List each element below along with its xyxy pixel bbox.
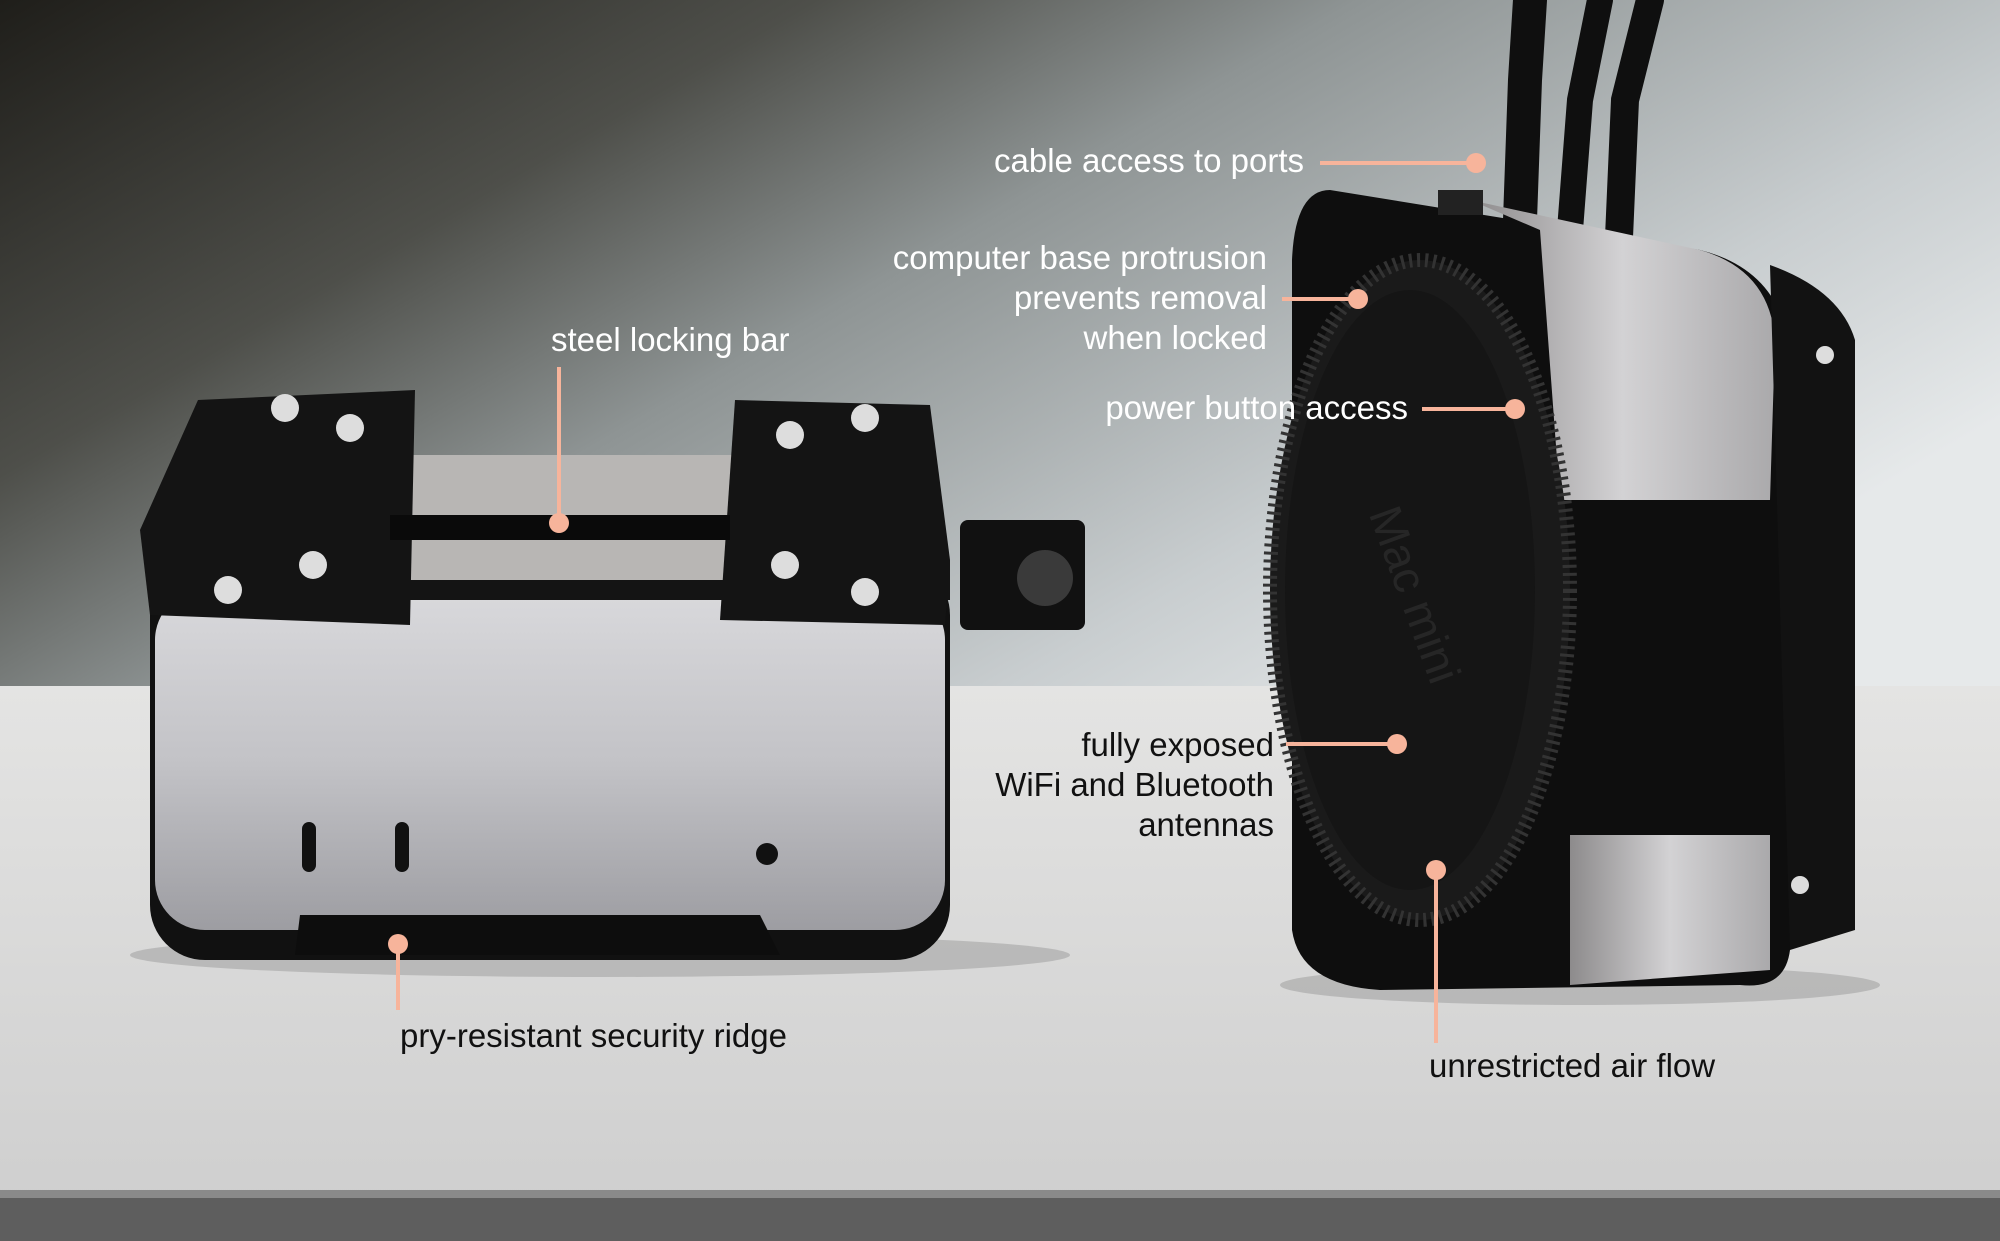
callout-line	[557, 367, 561, 523]
callout-dot	[1387, 734, 1407, 754]
label-security-ridge: pry-resistant security ridge	[400, 1017, 787, 1054]
label-line: WiFi and Bluetooth	[995, 766, 1274, 803]
cables	[1503, 0, 1664, 274]
label-line: computer base protrusion	[892, 239, 1267, 276]
callout-line	[396, 944, 400, 1010]
label-air-flow: unrestricted air flow	[1429, 1047, 1716, 1084]
callout-line	[1434, 870, 1438, 1043]
label-line: antennas	[1138, 806, 1274, 843]
label-steel-bar: steel locking bar	[551, 321, 790, 358]
callout-line	[1282, 297, 1358, 301]
label-line: fully exposed	[1081, 726, 1274, 763]
label-cable-access: cable access to ports	[994, 142, 1304, 179]
callout-dot	[1466, 153, 1486, 173]
left-device	[130, 390, 1085, 977]
right-device: Mac mini	[1263, 190, 1880, 1005]
callout-dot	[1505, 399, 1525, 419]
label-power-button: power button access	[1105, 389, 1408, 426]
label-antennas: fully exposed WiFi and Bluetooth antenna…	[995, 725, 1274, 845]
label-line: prevents removal	[1013, 279, 1267, 316]
callout-line	[1286, 742, 1397, 746]
label-line: when locked	[1083, 319, 1267, 356]
label-base-protrusion: computer base protrusion prevents remova…	[893, 238, 1267, 358]
callout-line	[1320, 161, 1476, 165]
callout-dot	[1348, 289, 1368, 309]
callout-line	[1422, 407, 1515, 411]
callout-dot	[549, 513, 569, 533]
